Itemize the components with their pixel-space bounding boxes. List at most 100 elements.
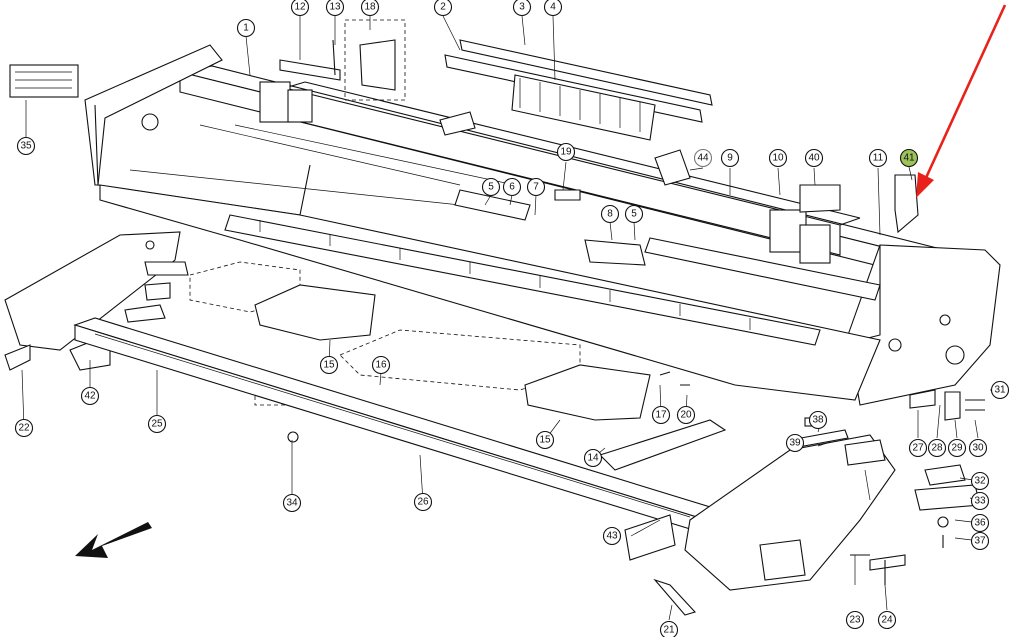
callout-label: 37 (974, 536, 986, 547)
callout-circle (947, 438, 967, 458)
callout-circle (583, 448, 603, 468)
callout-circle (659, 620, 679, 637)
callout-25: 25 (147, 414, 167, 434)
callout-circle (360, 0, 380, 17)
callout-circle (371, 355, 391, 375)
callout-label: 25 (151, 419, 163, 430)
skid-plates (254, 284, 651, 421)
callout-circle (512, 0, 532, 17)
callout-44: 44 (693, 148, 713, 168)
callout-label: 39 (789, 438, 801, 449)
callout-label: 16 (375, 360, 387, 371)
callout-5: 5 (624, 204, 644, 224)
callout-27: 27 (908, 438, 928, 458)
callout-circle (970, 491, 990, 511)
callout-circle (543, 0, 563, 17)
callout-label: 15 (323, 360, 335, 371)
callout-circle (290, 0, 310, 17)
callout-label: 8 (607, 209, 613, 220)
callout-31: 31 (990, 380, 1010, 400)
callout-label: 40 (808, 153, 820, 164)
callout-label: 24 (881, 615, 893, 626)
callout-41: 41 (899, 148, 919, 168)
callout-label: 41 (903, 153, 915, 164)
callout-circle (556, 142, 576, 162)
callout-circle (325, 0, 345, 17)
callout-label: 35 (20, 141, 32, 152)
callout-circle (147, 414, 167, 434)
red-pointer-arrow-icon (916, 4, 1007, 198)
callout-7: 7 (526, 177, 546, 197)
callout-16: 16 (371, 355, 391, 375)
callout-label: 27 (912, 443, 924, 454)
callout-label: 32 (974, 476, 986, 487)
callout-42: 42 (80, 386, 100, 406)
callout-label: 21 (663, 625, 675, 636)
callout-circle (785, 433, 805, 453)
callout-circle (927, 438, 947, 458)
callout-37: 37 (970, 531, 990, 551)
direction-arrow-icon (75, 522, 152, 558)
callout-3: 3 (512, 0, 532, 17)
callout-circle (14, 418, 34, 438)
callout-circle (693, 148, 713, 168)
callout-9: 9 (720, 148, 740, 168)
callout-2: 2 (433, 0, 453, 17)
callout-38: 38 (808, 410, 828, 430)
callout-circle (868, 148, 888, 168)
callout-circle (282, 493, 302, 513)
callout-label: 26 (417, 497, 429, 508)
callout-circle (80, 386, 100, 406)
callout-label: 19 (560, 147, 572, 158)
callout-label: 2 (440, 2, 446, 13)
callout-15: 15 (535, 430, 555, 450)
callout-circle (413, 492, 433, 512)
callout-label: 11 (873, 153, 884, 164)
callout-26: 26 (413, 492, 433, 512)
callout-circle (535, 430, 555, 450)
callout-circle (624, 204, 644, 224)
callout-label: 23 (849, 615, 861, 626)
callout-label: 30 (972, 443, 984, 454)
callout-23: 23 (845, 610, 865, 630)
callout-circle (970, 531, 990, 551)
callout-12: 12 (290, 0, 310, 17)
callout-label: 33 (974, 496, 986, 507)
callout-5: 5 (481, 177, 501, 197)
callout-label: 5 (488, 182, 494, 193)
callout-label: 17 (655, 410, 667, 421)
callout-label: 22 (18, 423, 30, 434)
callout-label: 10 (772, 153, 784, 164)
callout-label: 42 (84, 391, 96, 402)
callout-36: 36 (970, 513, 990, 533)
callout-43: 43 (602, 526, 622, 546)
callout-circle (845, 610, 865, 630)
callout-circle (804, 148, 824, 168)
callout-label: 28 (931, 443, 943, 454)
callout-circle (877, 610, 897, 630)
callout-label: 1 (243, 23, 249, 34)
callout-label: 44 (697, 153, 709, 164)
callout-circle (502, 177, 522, 197)
callout-circle (236, 18, 256, 38)
callout-18: 18 (360, 0, 380, 17)
callout-28: 28 (927, 438, 947, 458)
callout-circle (676, 405, 696, 425)
callout-10: 10 (768, 148, 788, 168)
callout-35: 35 (16, 136, 36, 156)
callout-label: 3 (519, 2, 525, 13)
callout-19: 19 (556, 142, 576, 162)
callout-label: 9 (727, 153, 733, 164)
callout-label: 36 (974, 518, 986, 529)
callout-32: 32 (970, 471, 990, 491)
callout-40: 40 (804, 148, 824, 168)
callout-20: 20 (676, 405, 696, 425)
lower-cutter-bar (73, 317, 896, 591)
callout-14: 14 (583, 448, 603, 468)
callout-29: 29 (947, 438, 967, 458)
callout-8: 8 (600, 204, 620, 224)
callout-13: 13 (325, 0, 345, 17)
callout-circle (970, 471, 990, 491)
